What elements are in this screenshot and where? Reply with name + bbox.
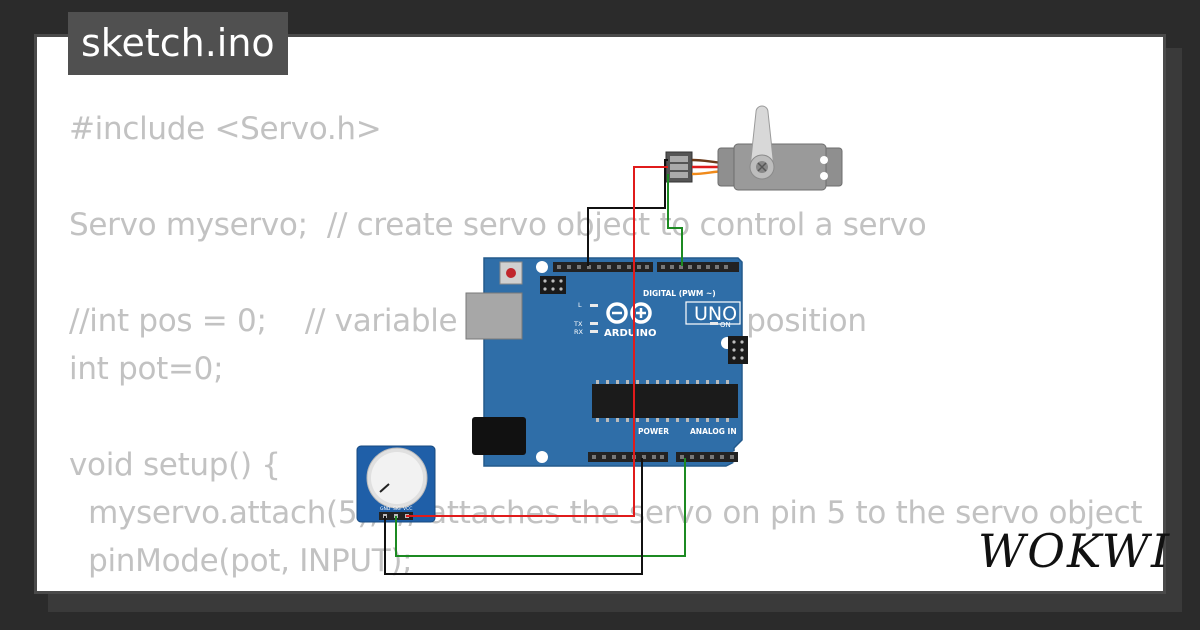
reset-button[interactable] bbox=[499, 261, 523, 285]
code-view: #include <Servo.h> Servo myservo; // crea… bbox=[69, 105, 1143, 591]
power-label: POWER bbox=[638, 427, 669, 436]
wire-green-pot-a0[interactable] bbox=[395, 458, 686, 557]
power-jack bbox=[472, 417, 526, 455]
potentiometer-knob[interactable] bbox=[379, 483, 390, 493]
code-line: int pot=0; bbox=[69, 351, 224, 387]
tx-label: TX bbox=[573, 320, 583, 328]
wire-red-servo-5v[interactable] bbox=[406, 166, 668, 517]
wire-green-servo-signal[interactable] bbox=[667, 174, 683, 266]
wokwi-logo: WOKWI bbox=[978, 524, 1172, 578]
arduino-uno-board[interactable]: DIGITAL (PWM ~) UNO ARDUINO ON L TX RX bbox=[465, 257, 748, 467]
analog-label: ANALOG IN bbox=[690, 427, 737, 436]
analog-header bbox=[676, 452, 738, 462]
digital-header-left bbox=[553, 262, 653, 272]
power-header bbox=[588, 452, 668, 462]
l-led-label: L bbox=[578, 301, 582, 309]
code-line: pinMode(pot, INPUT); bbox=[69, 543, 413, 579]
file-title: sketch.ino bbox=[68, 12, 288, 75]
wire-black-servo-gnd[interactable] bbox=[587, 159, 668, 266]
digital-label: DIGITAL (PWM ~) bbox=[643, 289, 716, 298]
code-line: Servo myservo; // create servo object to… bbox=[69, 207, 927, 243]
arduino-infinity-logo bbox=[606, 302, 652, 324]
rx-label: RX bbox=[574, 328, 584, 336]
code-line: myservo.attach(5); // attaches the servo… bbox=[69, 495, 1143, 531]
potentiometer[interactable]: GND SIG VCC bbox=[356, 445, 436, 523]
code-line: void setup() { bbox=[69, 447, 281, 483]
pot-pin-gnd: GND bbox=[380, 506, 391, 512]
code-line: #include <Servo.h> bbox=[69, 111, 382, 147]
board-model: UNO bbox=[694, 303, 737, 325]
usb-port bbox=[465, 292, 523, 340]
board-brand: ARDUINO bbox=[604, 328, 656, 339]
pot-pin-vcc: VCC bbox=[403, 506, 412, 512]
atmega-chip bbox=[592, 384, 738, 418]
on-label: ON bbox=[720, 321, 731, 329]
servo-motor[interactable] bbox=[665, 105, 843, 191]
wire-black-pot-gnd[interactable] bbox=[384, 458, 643, 575]
pot-pin-sig: SIG bbox=[393, 506, 401, 512]
servo-horn bbox=[749, 105, 775, 180]
